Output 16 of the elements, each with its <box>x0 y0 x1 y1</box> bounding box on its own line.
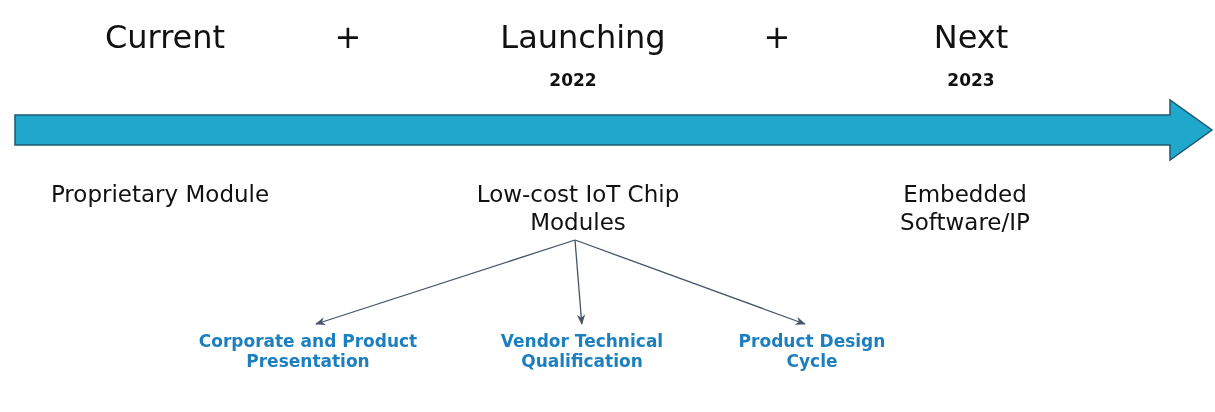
sub-item-label: Corporate and Product Presentation <box>197 331 419 372</box>
arrow <box>315 239 576 326</box>
arrow <box>574 239 806 325</box>
sub-item-label: Vendor Technical Qualification <box>500 331 664 372</box>
stage-description: Low-cost IoT Chip Modules <box>475 181 681 237</box>
arrow <box>574 239 586 326</box>
stage-description: Embedded Software/IP <box>899 181 1031 237</box>
stage-heading: Current <box>103 18 227 57</box>
sub-item-label: Product Design Cycle <box>737 331 887 372</box>
plus-sign: + <box>333 18 363 57</box>
year-label: 2023 <box>946 70 996 91</box>
year-label: 2022 <box>548 70 598 91</box>
stage-description: Proprietary Module <box>50 181 270 209</box>
stage-heading: Launching <box>499 18 667 57</box>
stage-heading: Next <box>932 18 1010 57</box>
plus-sign: + <box>762 18 792 57</box>
